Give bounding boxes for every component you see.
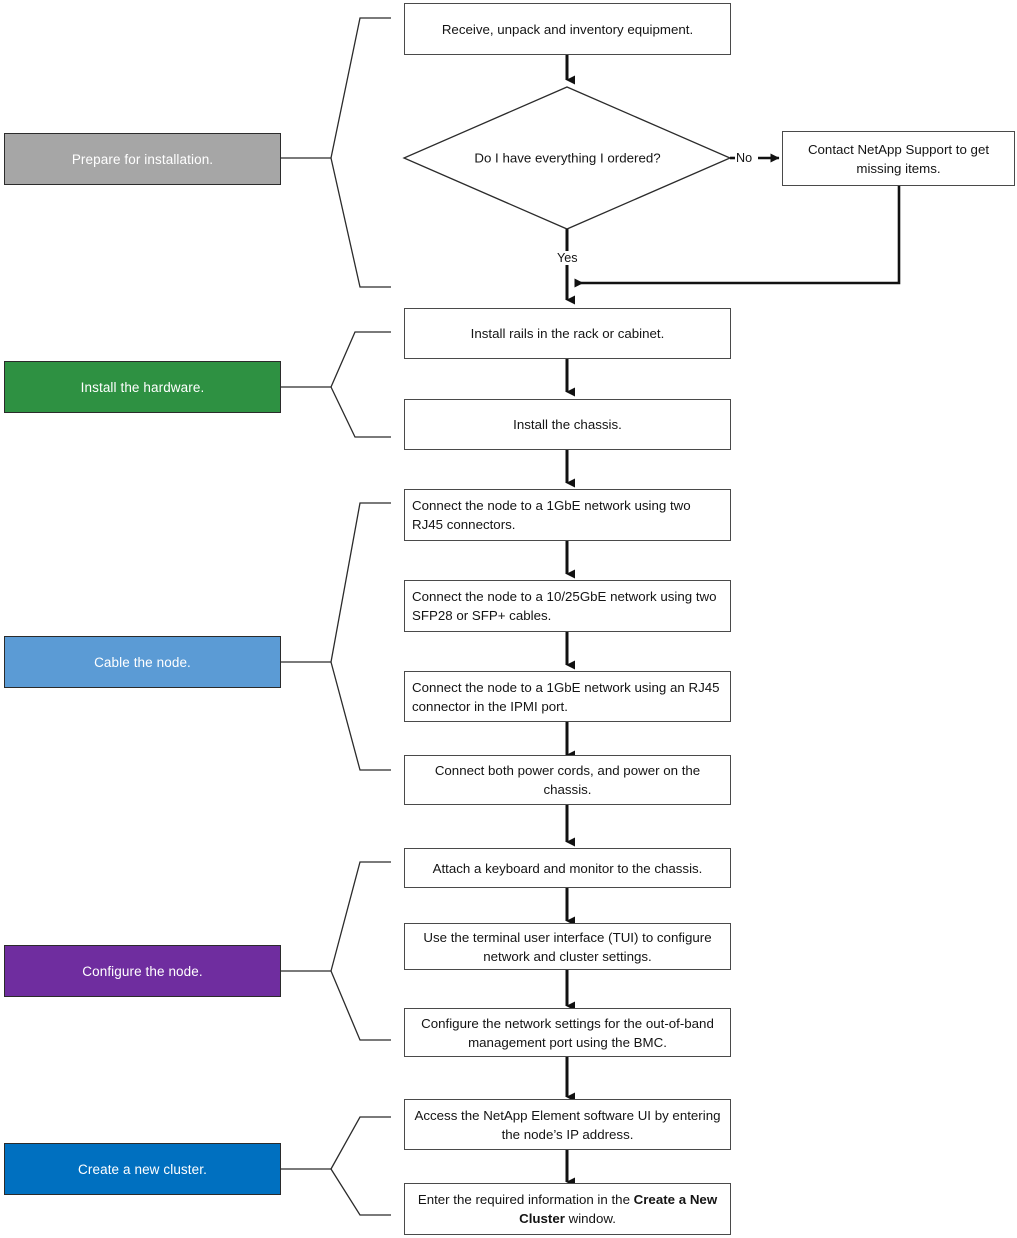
process-text-cable-1gbe: Connect the node to a 1GbE network using… [412,498,691,532]
new-cluster-prefix: Enter the required information in the [417,1192,634,1207]
new-cluster-suffix: window. [564,1211,616,1226]
process-box-keyboard-monitor[interactable]: Attach a keyboard and monitor to the cha… [404,848,731,888]
bracket-install [281,331,391,438]
process-text-new-cluster: Enter the required information in the Cr… [412,1190,723,1228]
new-cluster-bold: Create a New Cluster [519,1192,718,1226]
process-text-tui: Use the terminal user interface (TUI) to… [423,929,712,964]
edge-label-no: No [735,151,754,165]
process-text-element-ui: Access the NetApp Element software UI by… [414,1107,721,1142]
process-text-bmc: Configure the network settings for the o… [421,1015,714,1050]
process-box-tui[interactable]: Use the terminal user interface (TUI) to… [404,923,731,970]
process-text-power: Connect both power cords, and power on t… [434,763,701,797]
decision-diamond[interactable]: Do I have everything I ordered? [404,87,731,229]
process-box-cable-ipmi[interactable]: Connect the node to a 1GbE network using… [404,671,731,722]
process-box-bmc[interactable]: Configure the network settings for the o… [404,1008,731,1057]
process-text-cable-25gbe: Connect the node to a 10/25GbE network u… [412,589,717,623]
process-box-power[interactable]: Connect both power cords, and power on t… [404,755,731,805]
stage-label-configure: Configure the node. [82,963,203,979]
bracket-cable [281,502,391,771]
bracket-configure [281,861,391,1041]
process-box-new-cluster[interactable]: Enter the required information in the Cr… [404,1183,731,1235]
process-box-install-chassis[interactable]: Install the chassis. [404,399,731,450]
stage-label-cable: Cable the node. [94,654,191,670]
process-box-cable-1gbe[interactable]: Connect the node to a 1GbE network using… [404,489,731,541]
decision-text: Do I have everything I ordered? [474,150,661,166]
stage-box-cable[interactable]: Cable the node. [4,636,281,688]
stage-label-prepare: Prepare for installation. [71,151,214,167]
process-box-install-rails[interactable]: Install rails in the rack or cabinet. [404,308,731,359]
process-text-keyboard-monitor: Attach a keyboard and monitor to the cha… [432,860,703,876]
process-text-contact-support: Contact NetApp Support to get missing it… [807,141,990,176]
bracket-cluster [281,1116,391,1216]
process-box-cable-25gbe[interactable]: Connect the node to a 10/25GbE network u… [404,580,731,632]
stage-box-prepare[interactable]: Prepare for installation. [4,133,281,185]
stage-box-configure[interactable]: Configure the node. [4,945,281,997]
process-text-install-rails: Install rails in the rack or cabinet. [470,326,665,341]
process-box-contact-support[interactable]: Contact NetApp Support to get missing it… [782,131,1015,186]
edge-label-yes: Yes [556,251,579,265]
process-box-element-ui[interactable]: Access the NetApp Element software UI by… [404,1099,731,1150]
stage-label-install: Install the hardware. [80,379,205,395]
stage-box-cluster[interactable]: Create a new cluster. [4,1143,281,1195]
stage-label-cluster: Create a new cluster. [78,1161,207,1177]
process-box-receive[interactable]: Receive, unpack and inventory equipment. [404,3,731,55]
bracket-prepare [281,17,391,288]
stage-box-install[interactable]: Install the hardware. [4,361,281,413]
process-text-install-chassis: Install the chassis. [513,417,622,432]
process-text-cable-ipmi: Connect the node to a 1GbE network using… [412,679,720,714]
process-text-receive: Receive, unpack and inventory equipment. [441,21,694,37]
